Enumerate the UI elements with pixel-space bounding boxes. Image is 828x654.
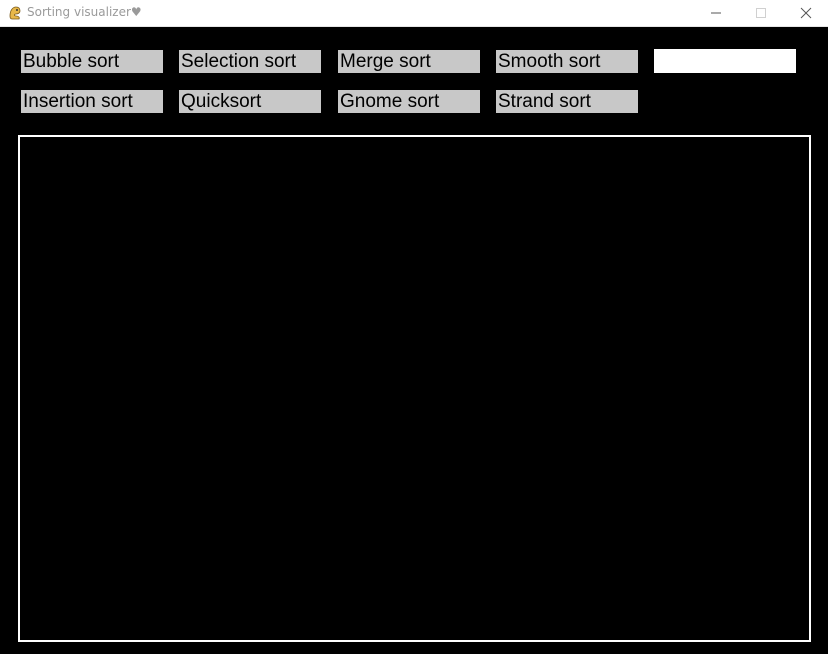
title-bar[interactable]: Sorting visualizer♥: [0, 0, 828, 27]
minimize-button[interactable]: [693, 0, 739, 26]
gnome-sort-button[interactable]: Gnome sort: [338, 90, 480, 113]
close-icon: [800, 7, 812, 19]
pygame-snake-icon: [7, 4, 23, 20]
selection-sort-button[interactable]: Selection sort: [179, 50, 321, 73]
maximize-button[interactable]: [738, 0, 784, 26]
smooth-sort-button[interactable]: Smooth sort: [496, 50, 638, 73]
window-title: Sorting visualizer♥: [27, 5, 142, 19]
quicksort-button[interactable]: Quicksort: [179, 90, 321, 113]
visualization-canvas: [18, 135, 811, 642]
maximize-icon: [756, 8, 766, 18]
merge-sort-button[interactable]: Merge sort: [338, 50, 480, 73]
strand-sort-button[interactable]: Strand sort: [496, 90, 638, 113]
minimize-icon: [711, 12, 721, 14]
close-button[interactable]: [783, 0, 828, 26]
array-size-input[interactable]: [654, 49, 796, 73]
bubble-sort-button[interactable]: Bubble sort: [21, 50, 163, 73]
insertion-sort-button[interactable]: Insertion sort: [21, 90, 163, 113]
